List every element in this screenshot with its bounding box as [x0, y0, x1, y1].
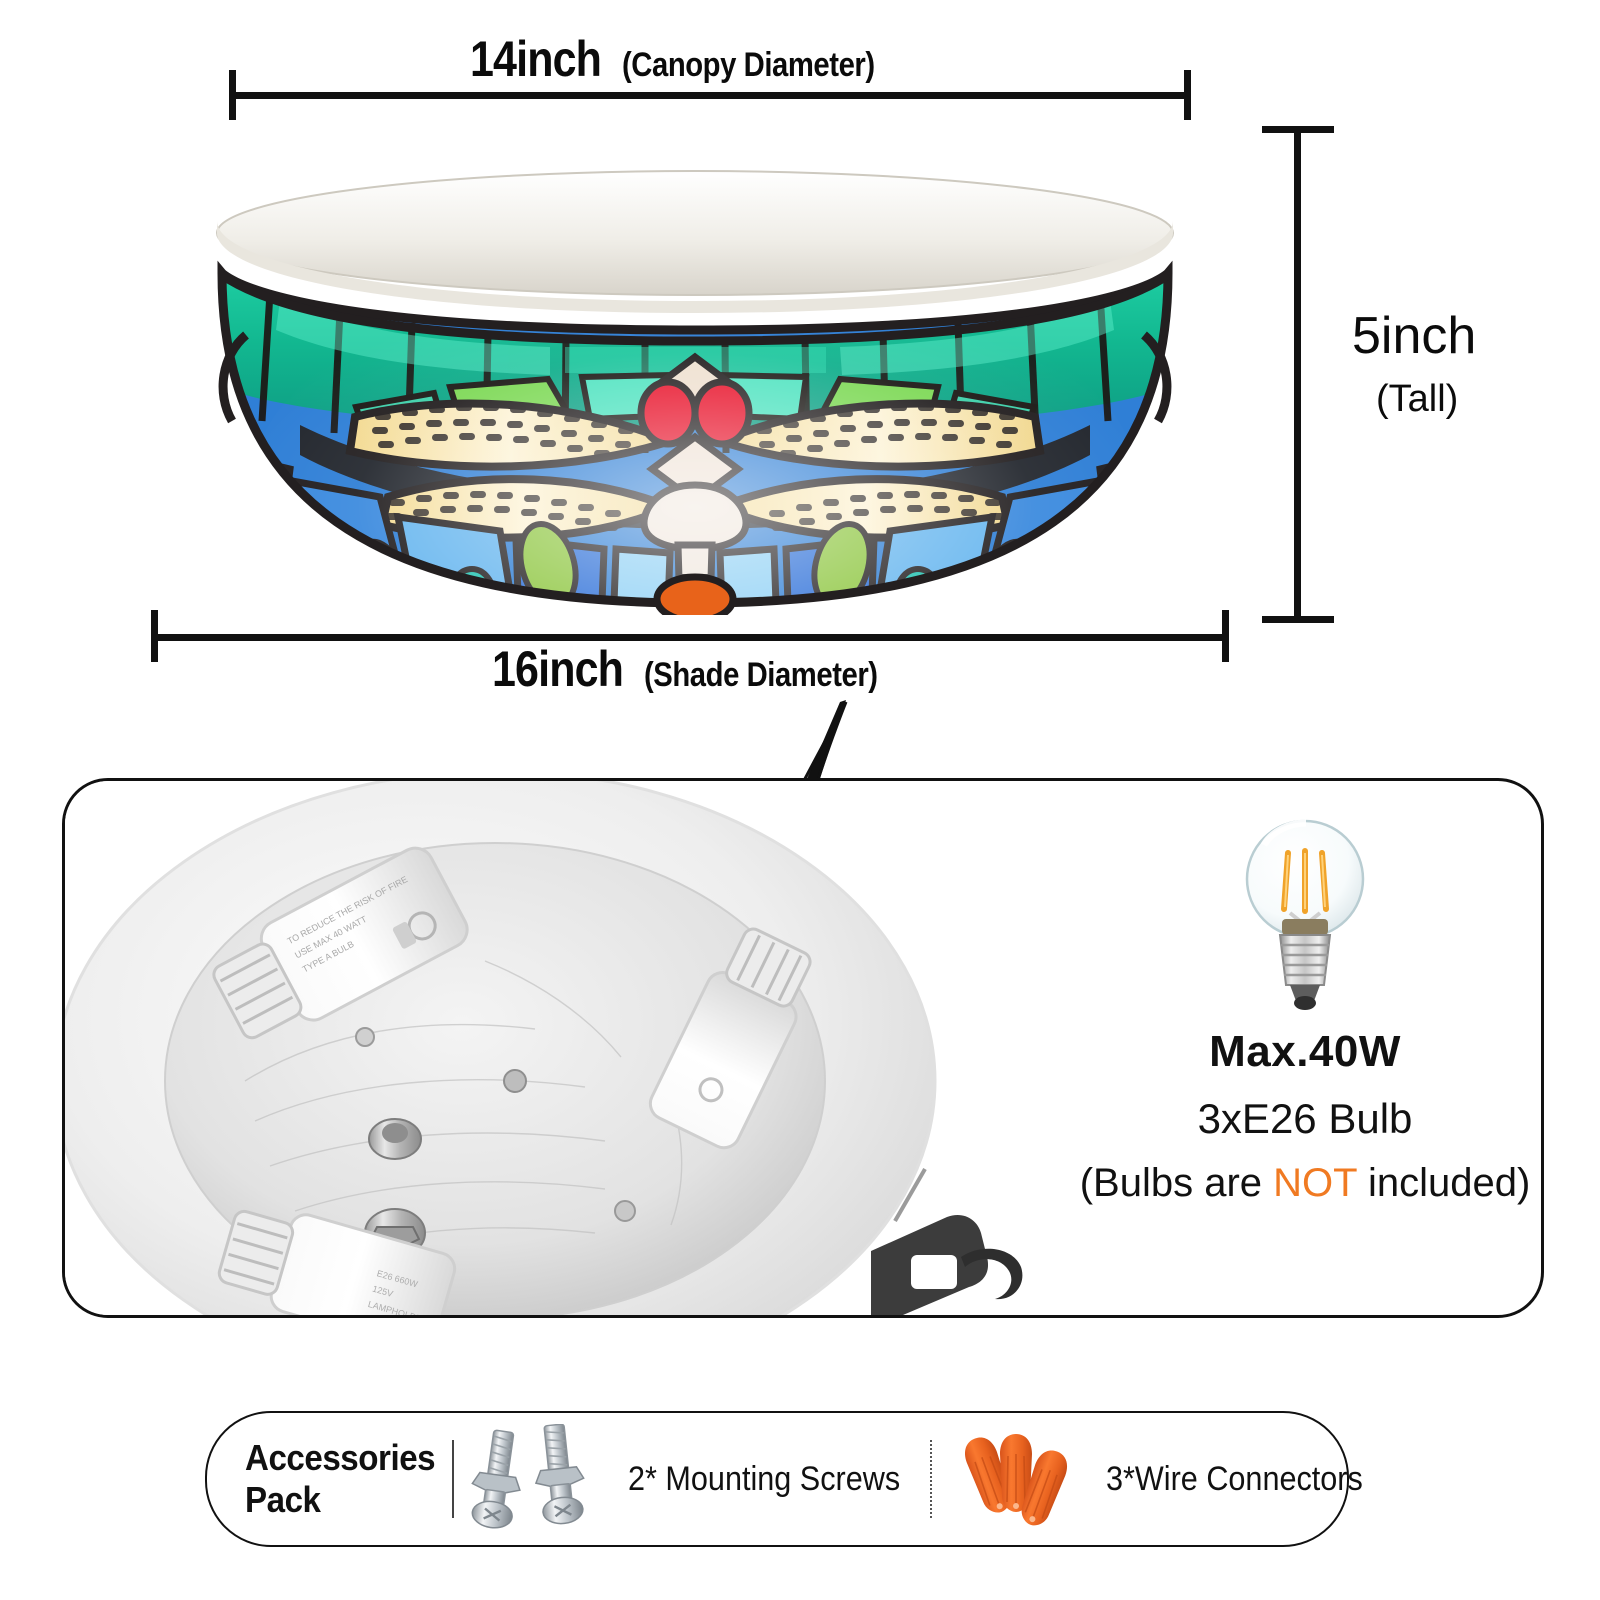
- accessory-item-wire-connectors: 3*Wire Connectors: [932, 1413, 1391, 1545]
- canopy-dimension-tick-left: [229, 70, 236, 120]
- note-highlight: NOT: [1273, 1161, 1357, 1205]
- tiffany-shade-illustration: [216, 170, 1174, 615]
- canopy-dimension-note: (Canopy Diameter): [622, 46, 876, 84]
- shade-dimension-tick-left: [151, 610, 158, 662]
- bulb-spec-block: Max.40W 3xE26 Bulb (Bulbs are NOT includ…: [1080, 801, 1530, 1301]
- canopy-dimension-value: 14inch: [470, 31, 602, 87]
- canopy-dimension-label: 14inch (Canopy Diameter): [470, 30, 916, 88]
- fixture-detail-panel: TO REDUCE THE RISK OF FIRE USE MAX 40 WA…: [62, 778, 1544, 1318]
- shade-dimension-value: 16inch: [492, 641, 624, 697]
- e26-socket-3: E26 660W 125V LAMPHOLDER: [217, 1209, 457, 1315]
- mounting-screw-icon: [470, 1424, 585, 1529]
- note-prefix: (Bulbs are: [1079, 1161, 1274, 1205]
- height-dimension-note: (Tall): [1376, 378, 1459, 420]
- accessory-label-screws: 2* Mounting Screws: [627, 1459, 900, 1498]
- shade-clip-right: [1140, 331, 1172, 424]
- canopy-dimension-line: [232, 92, 1190, 99]
- height-dimension-label: 5inch: [1352, 306, 1476, 366]
- accessory-item-screws: 2* Mounting Screws: [454, 1413, 930, 1545]
- shade-clip-left: [218, 331, 250, 424]
- height-dimension-tick-top: [1262, 126, 1334, 133]
- accessories-divider-1: [451, 1440, 454, 1518]
- canopy-plate: [216, 170, 1174, 296]
- keyhole-bracket: [871, 1168, 1023, 1315]
- shade-dimension-line: [154, 634, 1228, 641]
- base-plate-illustration: TO REDUCE THE RISK OF FIRE USE MAX 40 WA…: [65, 781, 1065, 1315]
- canopy-dimension-tick-right: [1184, 70, 1191, 120]
- fixture-interior-photo: TO REDUCE THE RISK OF FIRE USE MAX 40 WA…: [65, 781, 1065, 1315]
- wire-connector-icon: [965, 1434, 1068, 1526]
- bulbs-not-included-note: (Bulbs are NOT included): [1080, 1161, 1531, 1206]
- bulb-socket-type: 3xE26 Bulb: [1197, 1095, 1413, 1142]
- height-dimension-line: [1294, 128, 1301, 622]
- light-bulb-icon: [1245, 819, 1365, 1010]
- height-dimension-tick-bottom: [1262, 616, 1334, 623]
- e26-socket-2: [648, 927, 812, 1150]
- shade-dimension-note: (Shade Diameter): [644, 656, 879, 694]
- shade-finial: [653, 573, 737, 615]
- bulb-max-wattage: Max.40W: [1209, 1027, 1401, 1076]
- callout-pointer: [797, 700, 910, 790]
- note-suffix: included): [1356, 1161, 1531, 1205]
- product-image-tiffany-shade: [150, 125, 1240, 615]
- shade-dimension-label: 16inch (Shade Diameter): [492, 640, 916, 698]
- accessories-pack-bar: Accessories Pack: [205, 1411, 1363, 1547]
- shade-dimension-tick-right: [1222, 610, 1229, 662]
- height-dimension-value: 5inch: [1352, 307, 1477, 365]
- e26-socket-1: TO REDUCE THE RISK OF FIRE USE MAX 40 WA…: [212, 846, 469, 1040]
- accessory-label-wire-connectors: 3*Wire Connectors: [1106, 1459, 1363, 1498]
- height-dimension-note-wrap: (Tall): [1376, 378, 1458, 421]
- accessories-divider-2: [930, 1440, 933, 1518]
- accessories-pack-title: Accessories Pack: [245, 1437, 436, 1520]
